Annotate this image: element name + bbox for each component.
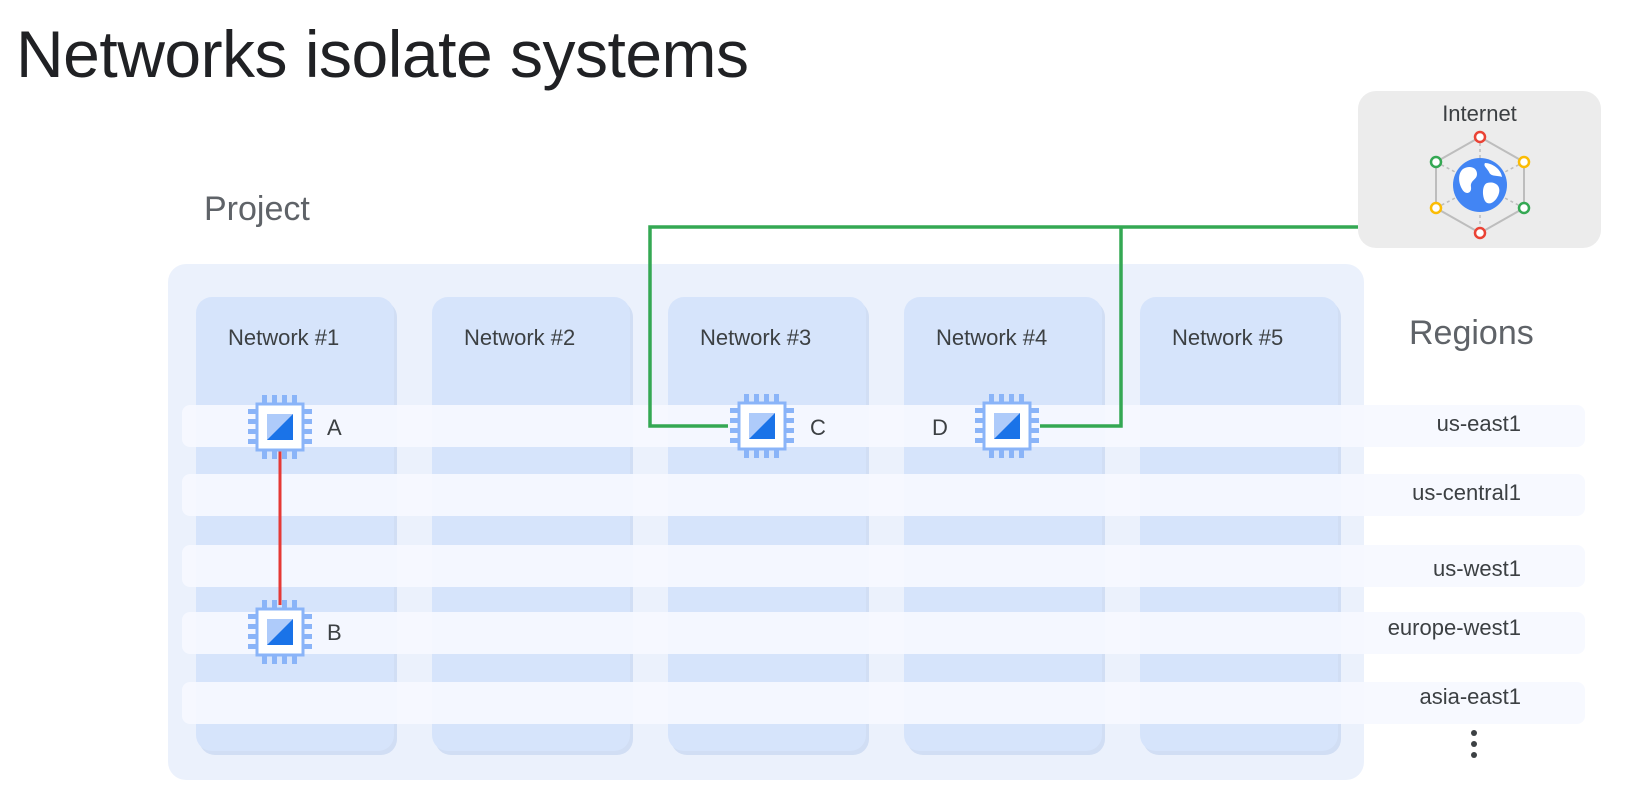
connection-d-internet — [1040, 227, 1123, 428]
internet-box: Internet — [1358, 91, 1601, 248]
internet-label: Internet — [1442, 101, 1517, 126]
network-label: Network #1 — [228, 325, 340, 350]
network-column-5: Network #5 — [1140, 297, 1338, 751]
network-column-4: Network #4 — [904, 297, 1102, 751]
vm-label: B — [327, 620, 342, 645]
region-label: us-west1 — [1432, 556, 1521, 581]
compute-chip-icon — [248, 395, 312, 459]
network-column-3: Network #3 — [668, 297, 866, 751]
region-label: europe-west1 — [1387, 615, 1521, 640]
region-band-asia-east1: asia-east1 — [182, 682, 1585, 724]
region-band-europe-west1: europe-west1 — [182, 612, 1585, 654]
region-band-us-west1: us-west1 — [182, 545, 1585, 587]
vm-label: D — [932, 415, 948, 440]
network-label: Network #5 — [1172, 325, 1284, 350]
network-column-2: Network #2 — [432, 297, 630, 751]
network-label: Network #3 — [700, 325, 812, 350]
compute-chip-icon — [730, 394, 794, 458]
region-label: asia-east1 — [1419, 684, 1521, 709]
vertical-ellipsis-icon — [1470, 730, 1478, 763]
network-column-1: Network #1 — [196, 297, 394, 751]
project-label: Project — [204, 190, 310, 228]
vm-label: C — [810, 415, 826, 440]
region-label: us-east1 — [1436, 411, 1521, 436]
vm-label: A — [327, 415, 342, 440]
compute-chip-icon — [248, 600, 312, 664]
connection-c-internet — [648, 225, 1358, 428]
region-band-us-east1: us-east1 — [182, 405, 1585, 447]
globe-icon — [1429, 130, 1531, 240]
page-title: Networks isolate systems — [16, 17, 749, 91]
region-band-us-central1: us-central1 — [182, 474, 1585, 516]
compute-chip-icon — [975, 394, 1039, 458]
region-label: us-central1 — [1412, 480, 1521, 505]
network-label: Network #4 — [936, 325, 1048, 350]
network-label: Network #2 — [464, 325, 576, 350]
regions-heading: Regions — [1409, 314, 1534, 352]
